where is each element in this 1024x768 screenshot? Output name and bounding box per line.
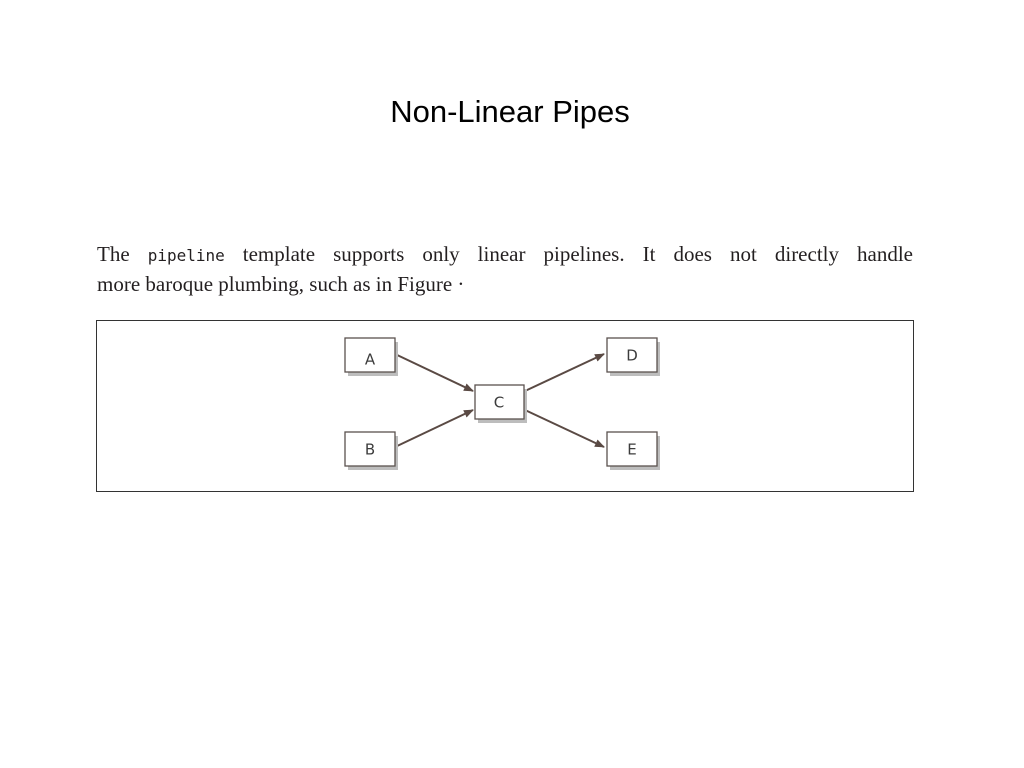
edge-b-to-c: [394, 409, 474, 448]
pipe-diagram: A B C D E: [344, 337, 660, 470]
node-e: E: [606, 431, 660, 470]
node-a: A: [344, 337, 398, 376]
node-b-label: B: [365, 441, 375, 459]
edge-c-to-d: [524, 353, 605, 392]
node-d-label: D: [626, 347, 638, 365]
paragraph-text-before-code: The: [97, 242, 130, 266]
paragraph-text-after-code: template supports only linear pipelines.…: [242, 242, 913, 266]
body-paragraph: The pipeline template supports only line…: [97, 240, 913, 299]
node-d: D: [606, 337, 660, 376]
pipeline-code: pipeline: [147, 246, 225, 265]
edge-c-to-e: [524, 409, 605, 448]
slide-title: Non-Linear Pipes: [390, 94, 630, 129]
node-b: B: [344, 431, 398, 470]
figure-frame: A B C D E: [96, 320, 914, 492]
node-e-label: E: [627, 441, 636, 459]
edge-a-to-c: [394, 353, 474, 392]
node-a-label: A: [365, 351, 376, 369]
paragraph-line-1: The pipeline template supports only line…: [97, 240, 913, 270]
paragraph-line-2: more baroque plumbing, such as in Figure…: [97, 272, 465, 296]
node-c: C: [474, 384, 527, 423]
node-c-label: C: [494, 394, 504, 412]
